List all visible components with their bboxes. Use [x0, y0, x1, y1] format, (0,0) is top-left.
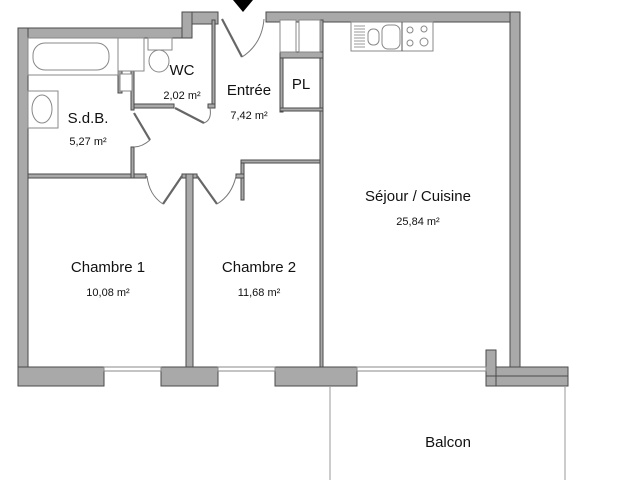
room-area-sejour: 25,84 m²	[396, 216, 440, 228]
room-area-sdb: 5,27 m²	[69, 136, 107, 148]
doors	[133, 18, 265, 205]
window-sejour	[356, 366, 487, 372]
kitchen-counter	[350, 21, 434, 52]
entry-arrow-icon	[233, 0, 253, 12]
window-chambre2	[217, 366, 276, 372]
room-name-balcon: Balcon	[425, 434, 471, 451]
window-chambre1	[103, 366, 162, 372]
room-name-entree: Entrée	[226, 82, 272, 99]
room-name-sdb: S.d.B.	[67, 110, 109, 127]
room-area-chambre2: 11,68 m²	[237, 287, 281, 299]
room-area-chambre1: 10,08 m²	[86, 287, 130, 299]
balcony-outline	[329, 386, 566, 480]
room-name-chambre1: Chambre 1	[70, 259, 146, 276]
outer-walls	[17, 11, 569, 387]
room-area-entree: 7,42 m²	[230, 110, 268, 122]
room-area-wc: 2,02 m²	[163, 90, 201, 102]
room-name-placard: PL	[291, 76, 311, 93]
room-name-wc: WC	[169, 62, 195, 79]
fixtures	[27, 19, 434, 129]
room-name-chambre2: Chambre 2	[221, 259, 297, 276]
room-name-sejour: Séjour / Cuisine	[365, 188, 471, 205]
